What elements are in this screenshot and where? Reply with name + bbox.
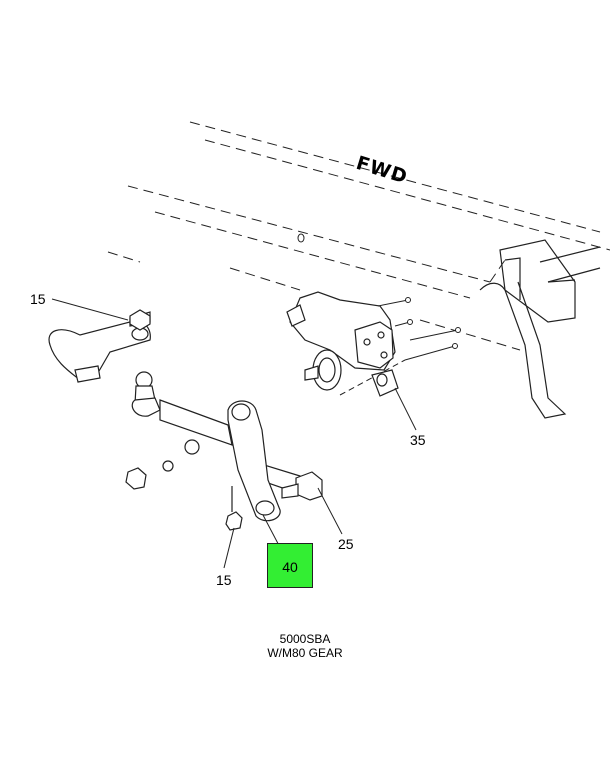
callout-15-lower: 15 — [216, 572, 232, 588]
hardware — [125, 309, 243, 531]
diagram-caption: 5000SBA W/M80 GEAR — [0, 632, 610, 660]
callout-15-upper: 15 — [30, 291, 46, 307]
frame-bracket — [479, 239, 601, 419]
spacer-35 — [371, 369, 399, 397]
steering-gear — [286, 291, 396, 391]
highlighted-part-40[interactable]: 40 — [267, 543, 313, 588]
callout-25: 25 — [338, 536, 354, 552]
leader-lines — [51, 298, 417, 569]
gear-bolts — [339, 297, 461, 396]
caption-line-2: W/M80 GEAR — [267, 646, 343, 660]
callout-40: 40 — [282, 559, 298, 575]
callout-35: 35 — [410, 432, 426, 448]
tie-rod-end-left — [131, 371, 161, 417]
frame-hole — [297, 233, 305, 243]
drag-link — [48, 311, 151, 383]
pitman-arm — [227, 400, 281, 522]
tie-rod-end-right — [281, 471, 323, 501]
caption-line-1: 5000SBA — [279, 632, 331, 646]
